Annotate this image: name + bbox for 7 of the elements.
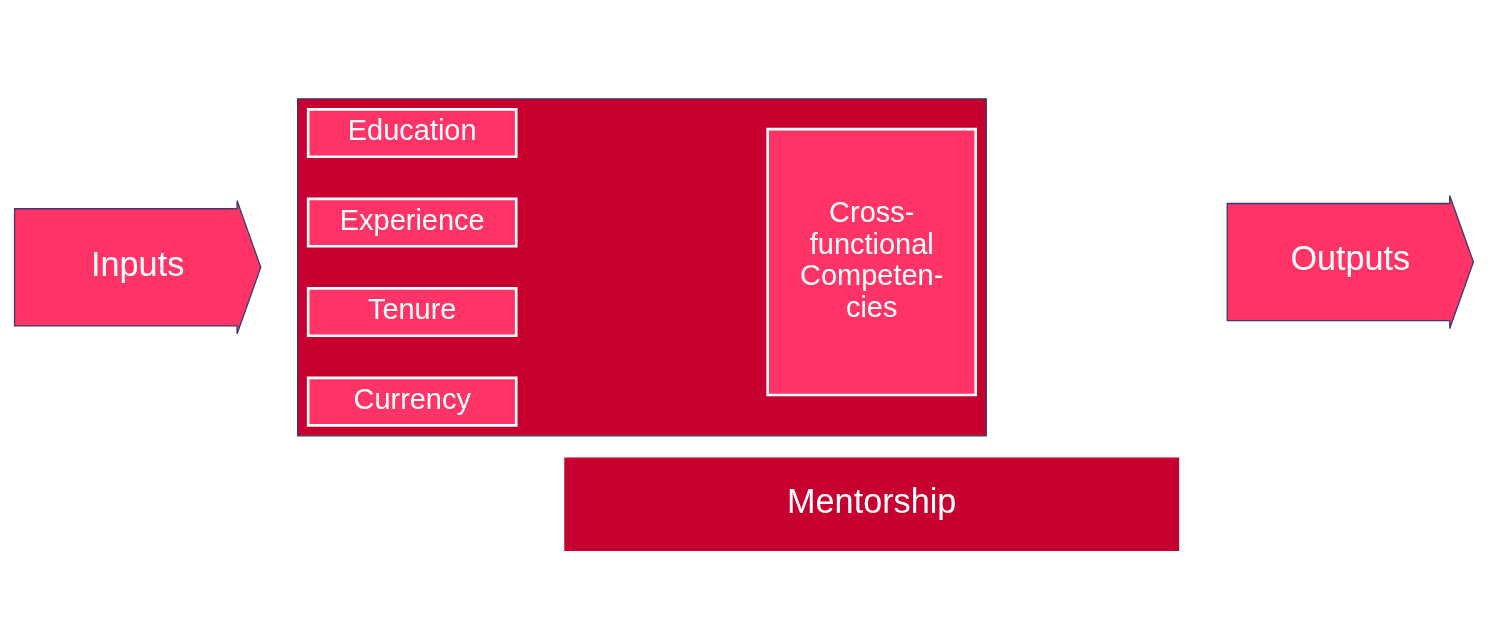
- node-box: Experience: [306, 197, 518, 248]
- node-box: Mentorship: [562, 456, 1181, 553]
- node-box: Currency: [306, 376, 518, 427]
- node-box: Education: [306, 108, 518, 159]
- node-box: Cross- functional Competen- cies: [766, 127, 978, 397]
- cluster: [297, 98, 987, 437]
- node-box: Tenure: [306, 287, 518, 338]
